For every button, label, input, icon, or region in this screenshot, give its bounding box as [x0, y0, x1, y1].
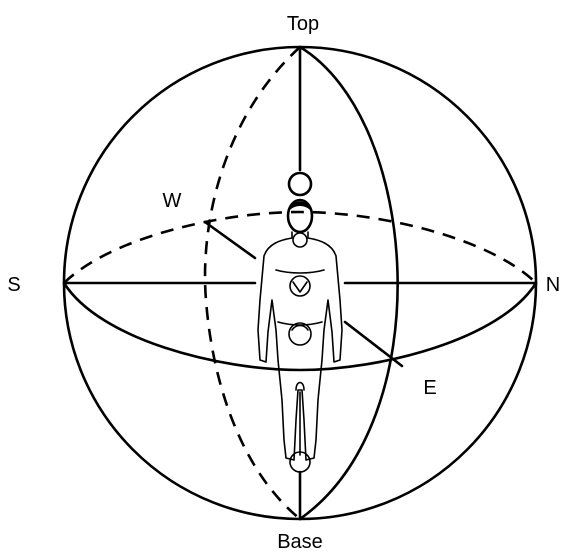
groin-mark: [295, 381, 305, 391]
heart-mark: [292, 281, 308, 293]
equator-back: [63, 210, 537, 284]
west-axis: [203, 220, 257, 260]
label-base: Base: [277, 531, 323, 553]
east-axis: [343, 320, 404, 368]
label-south: S: [7, 274, 20, 296]
figure-body: [257, 231, 343, 461]
figure-chest: [275, 269, 325, 274]
heart-circle: [289, 275, 311, 297]
human-figure: [257, 198, 343, 473]
crown-circle: [287, 171, 313, 197]
throat-circle: [292, 232, 308, 248]
meridian-front: [298, 45, 399, 521]
navel-circle: [288, 322, 312, 346]
figure-head: [286, 198, 314, 234]
label-top: Top: [287, 13, 319, 35]
navel-mark: [291, 324, 309, 331]
label-east: E: [423, 377, 436, 399]
equator-front: [62, 281, 538, 372]
meridian-back: [203, 46, 301, 521]
figure-hair: [288, 201, 312, 212]
label-west: W: [163, 190, 182, 212]
label-north: N: [546, 274, 560, 296]
